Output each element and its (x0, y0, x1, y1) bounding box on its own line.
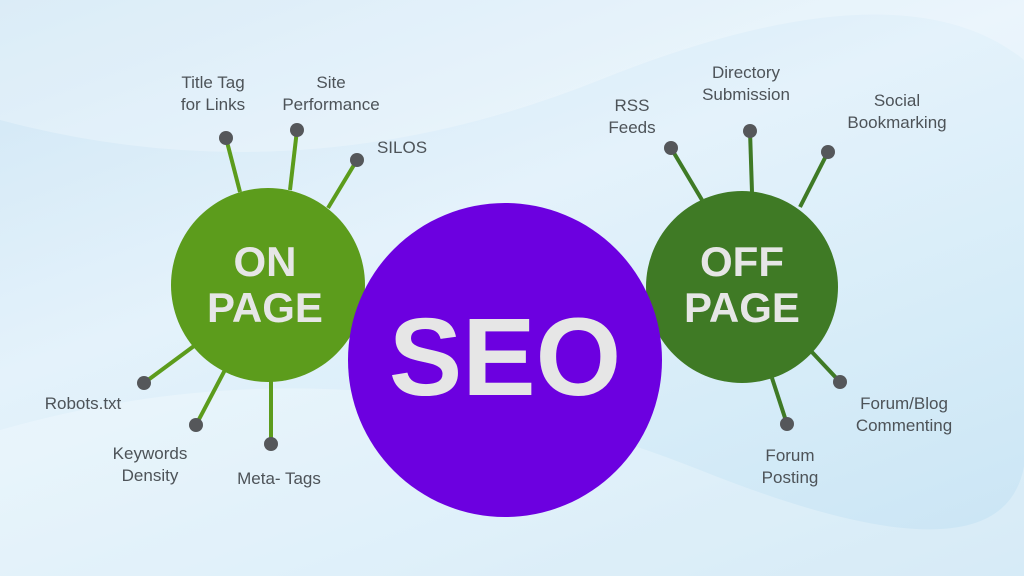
off-page-circle (646, 191, 838, 383)
label-forum-blog-commenting: Forum/Blog Commenting (855, 394, 953, 435)
seo-title: SEO (388, 296, 622, 419)
off-page-title-line2: PAGE (684, 284, 800, 331)
label-title-tag: Title Tag for Links (180, 73, 246, 114)
label-keywords-density: Keywords Density (112, 444, 188, 485)
label-social-bookmarking: Social Bookmarking (847, 91, 947, 132)
label-forum-posting: Forum Posting (761, 446, 819, 487)
on-page-circle (171, 188, 365, 382)
connector-dots (137, 123, 847, 451)
label-silos: SILOS (376, 138, 428, 157)
off-page-title-line1: OFF (700, 238, 784, 285)
seo-circle (348, 203, 662, 517)
off-page-connectors (669, 130, 842, 425)
label-meta-tags: Meta- Tags (237, 469, 321, 488)
on-page-connectors (142, 129, 359, 444)
on-page-title-line2: PAGE (207, 284, 323, 331)
label-rss-feeds: RSS Feeds (608, 96, 656, 137)
on-page-title-line1: ON (233, 238, 297, 285)
label-directory-submission: Directory Submission (702, 63, 790, 104)
label-robots: Robots.txt (44, 394, 122, 413)
label-site-performance: Site Performance (282, 73, 380, 114)
